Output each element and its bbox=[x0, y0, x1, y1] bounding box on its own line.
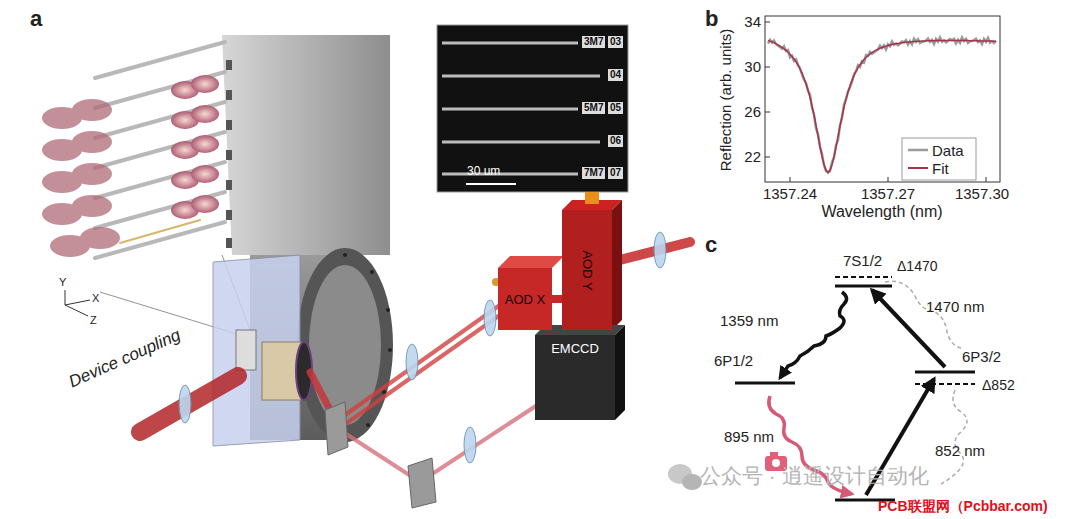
nanobeams bbox=[95, 42, 225, 258]
sem-inset bbox=[437, 25, 628, 192]
mirrors bbox=[325, 402, 436, 508]
device-id: 03 bbox=[608, 36, 623, 48]
tick-label: 34 bbox=[744, 13, 761, 30]
tick-label: 26 bbox=[744, 103, 761, 120]
axis-label: Y bbox=[59, 276, 66, 289]
panel-letter: a bbox=[30, 6, 42, 31]
aod-device: AOD X bbox=[498, 268, 552, 330]
axis-label: X bbox=[92, 292, 99, 305]
level-label: 6P1/2 bbox=[714, 352, 753, 369]
device-id: 3M7 bbox=[582, 36, 605, 48]
panel-letter: c bbox=[705, 232, 717, 257]
chip-wall bbox=[222, 35, 390, 255]
detuning-label: Δ1470 bbox=[897, 258, 938, 274]
level-label: 7S1/2 bbox=[843, 252, 882, 269]
device-label: EMCCD bbox=[551, 341, 599, 356]
tweezer-beams bbox=[42, 99, 120, 257]
legend-box bbox=[902, 138, 976, 180]
plot-frame bbox=[765, 16, 1000, 182]
tick-label: 1357.30 bbox=[955, 185, 1009, 202]
axes bbox=[65, 290, 90, 316]
device-id: 05 bbox=[608, 102, 623, 114]
scale-bar-label: 30 um bbox=[467, 165, 500, 179]
laser-beam bbox=[552, 295, 562, 303]
watermark: PCB联盟网（Pcbbar.com) bbox=[878, 498, 1048, 514]
tick-label: 22 bbox=[744, 148, 761, 165]
legend-text: Data bbox=[932, 142, 964, 159]
aod-device: AOD Y bbox=[562, 210, 612, 330]
wavelength-label: 1359 nm bbox=[720, 312, 778, 329]
axis-title: Reflection (arb. units) bbox=[717, 29, 734, 172]
level-label: 6P3/2 bbox=[962, 348, 1001, 365]
legend-text: Fit bbox=[932, 160, 949, 177]
device-label: AOD X bbox=[505, 292, 545, 307]
device-id: 7M7 bbox=[582, 167, 605, 179]
watermark-icon bbox=[668, 464, 702, 490]
lenses bbox=[179, 232, 666, 463]
panel-letter: b bbox=[705, 6, 718, 31]
device-label: AOD Y bbox=[580, 250, 595, 290]
device-id: 5M7 bbox=[582, 102, 605, 114]
wavelength-label: 895 nm bbox=[724, 428, 774, 445]
device-id: 04 bbox=[608, 69, 623, 81]
beam-label: Device coupling bbox=[66, 325, 184, 392]
watermark: 公众号 · 逍遥设计自动化 bbox=[700, 464, 929, 488]
camera-device: EMCCD bbox=[535, 335, 615, 420]
fit-trace bbox=[768, 40, 996, 172]
wavelength-label: 1470 nm bbox=[926, 298, 984, 315]
trapped-atoms bbox=[171, 75, 219, 219]
axis-label: Z bbox=[90, 314, 97, 327]
tick-label: 1357.27 bbox=[861, 185, 915, 202]
axis-title: Wavelength (nm) bbox=[821, 203, 942, 221]
device-faces bbox=[492, 192, 625, 420]
device-id: 07 bbox=[608, 167, 623, 179]
vacuum-chamber bbox=[213, 248, 393, 446]
device-id: 06 bbox=[608, 135, 623, 147]
wavelength-label: 852 nm bbox=[935, 442, 985, 459]
tick-label: 30 bbox=[744, 58, 761, 75]
data-trace bbox=[768, 38, 996, 173]
detuning-label: Δ852 bbox=[982, 377, 1015, 393]
tick-label: 1357.24 bbox=[763, 185, 817, 202]
